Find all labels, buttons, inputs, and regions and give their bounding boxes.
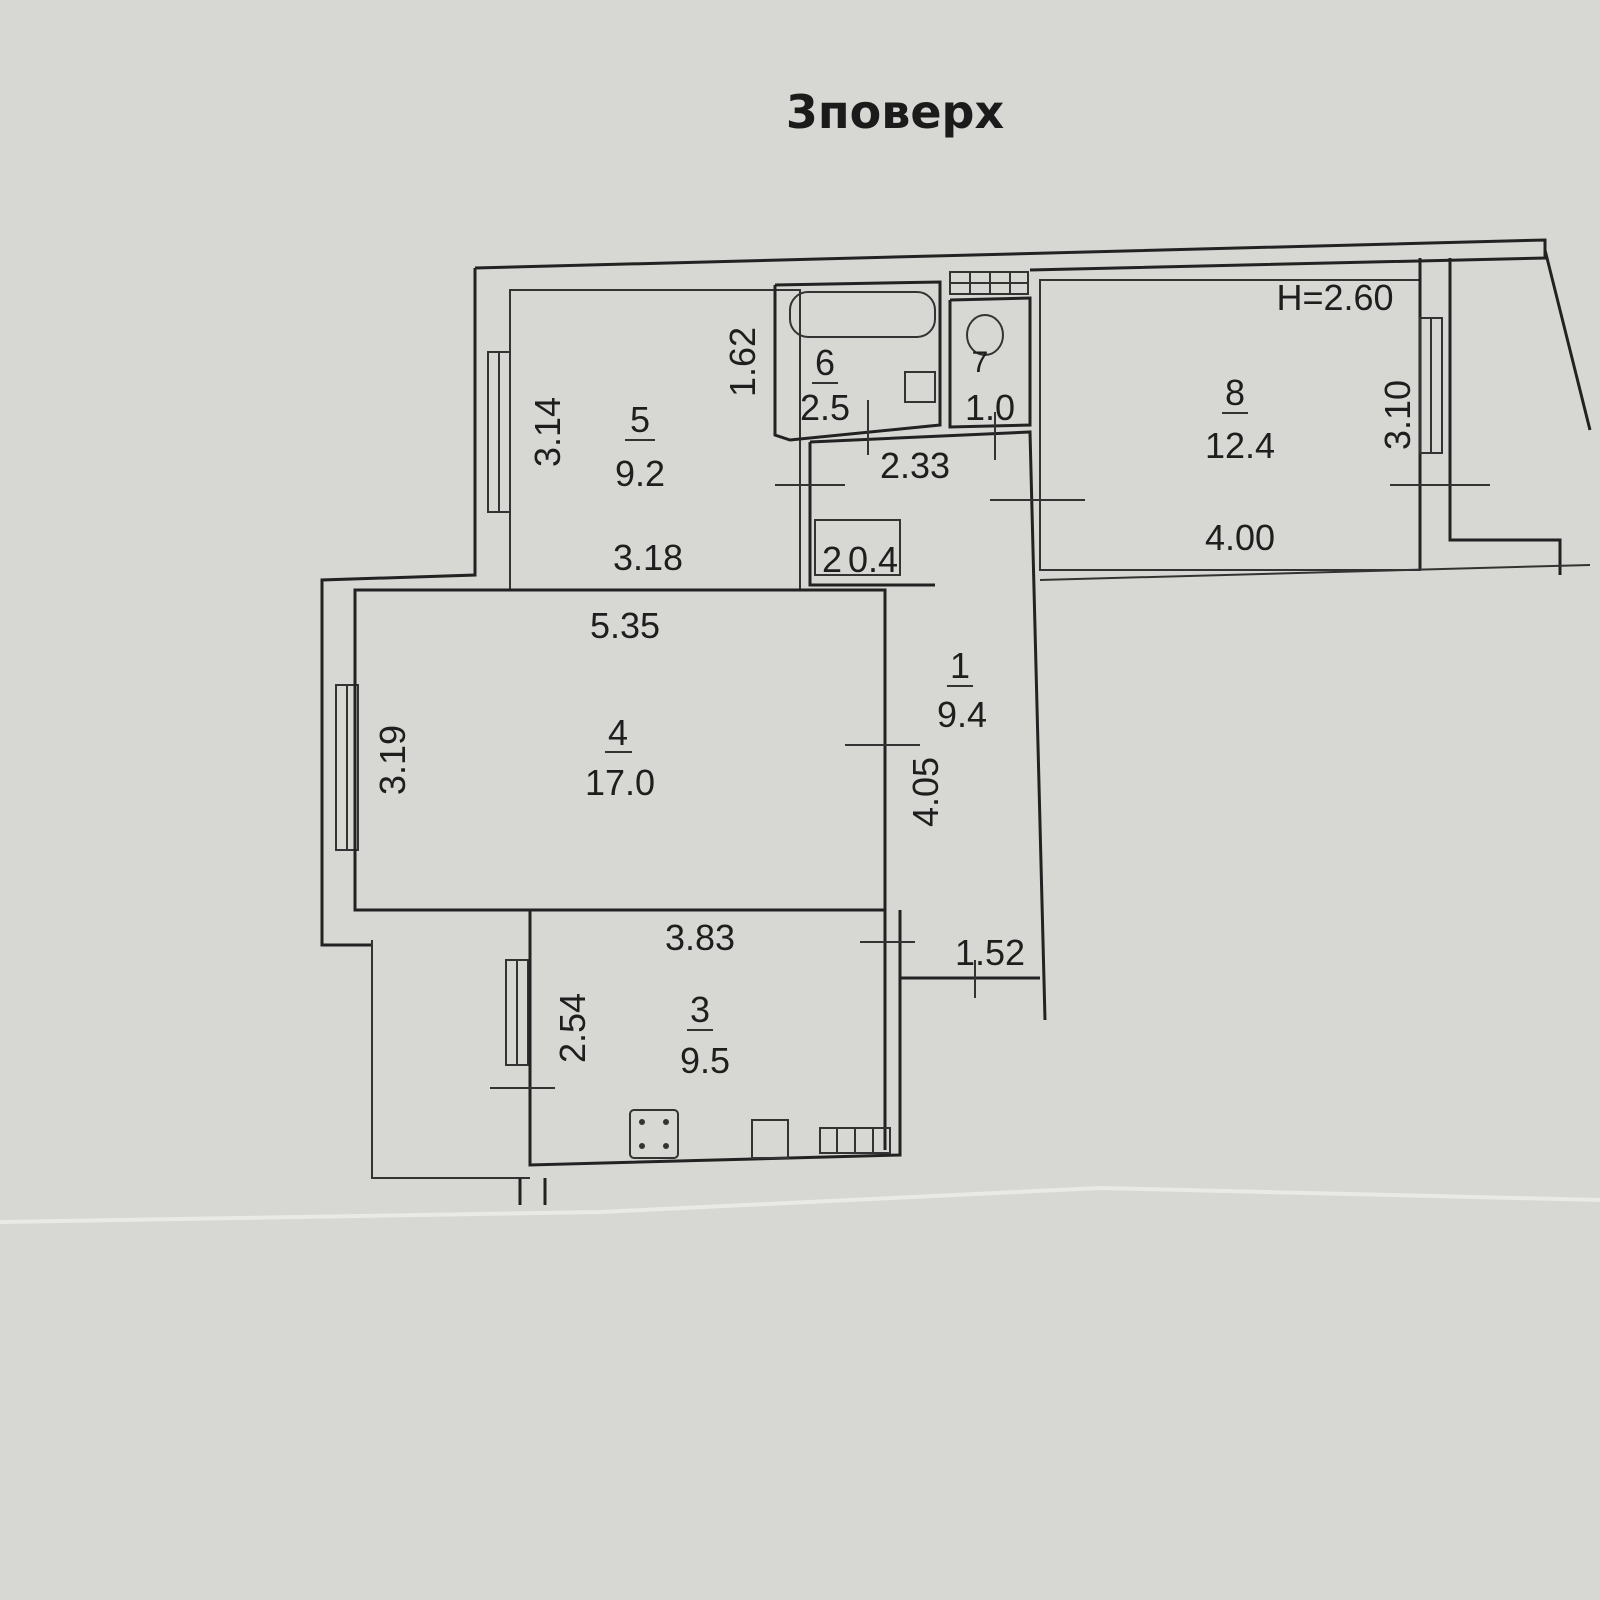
- dim-room3-width: 3.83: [665, 917, 735, 958]
- room-3-area: 9.5: [680, 1040, 730, 1081]
- kitchen-sink: [751, 1119, 789, 1159]
- room-8-number: 8: [1225, 372, 1245, 413]
- dim-room8-width: 4.00: [1205, 517, 1275, 558]
- dim-corridor-bottom: 1.52: [955, 932, 1025, 973]
- ceiling-height-label: H=2.60: [1276, 277, 1393, 318]
- sink: [904, 371, 936, 403]
- dim-room8-height: 3.10: [1377, 380, 1418, 450]
- room-8-area: 12.4: [1205, 425, 1275, 466]
- toilet: [966, 314, 1004, 356]
- room-7-area: 1.0: [965, 387, 1015, 428]
- dim-room5-height: 3.14: [527, 397, 568, 467]
- room-3-number: 3: [690, 989, 710, 1030]
- plan-title: 3поверх: [786, 85, 1004, 139]
- room-2-number: 2: [822, 539, 842, 580]
- room-6-area: 2.5: [800, 387, 850, 428]
- dim-corridor-width: 2.33: [880, 445, 950, 486]
- walls: [320, 238, 1592, 1205]
- dim-room3-height: 2.54: [552, 993, 593, 1063]
- bathtub: [789, 291, 936, 338]
- paper-fold: [0, 1185, 1600, 1224]
- room-1-number: 1: [950, 645, 970, 686]
- room-6-number: 6: [815, 342, 835, 383]
- room-4-area: 17.0: [585, 762, 655, 803]
- room-4-number: 4: [608, 712, 628, 753]
- room-5-number: 5: [630, 399, 650, 440]
- room-7-number: 7: [972, 346, 989, 379]
- stove: [629, 1109, 679, 1159]
- dim-room4-width: 5.35: [590, 605, 660, 646]
- dim-room5-width: 3.18: [613, 537, 683, 578]
- dim-corridor-height: 4.05: [905, 757, 946, 827]
- room-2-outline: [814, 519, 901, 576]
- room-1-area: 9.4: [937, 694, 987, 735]
- dim-corridor-upper: 1.62: [722, 327, 763, 397]
- room-2-area: 0.4: [848, 539, 898, 580]
- room-5-area: 9.2: [615, 453, 665, 494]
- dim-room4-height: 3.19: [372, 725, 413, 795]
